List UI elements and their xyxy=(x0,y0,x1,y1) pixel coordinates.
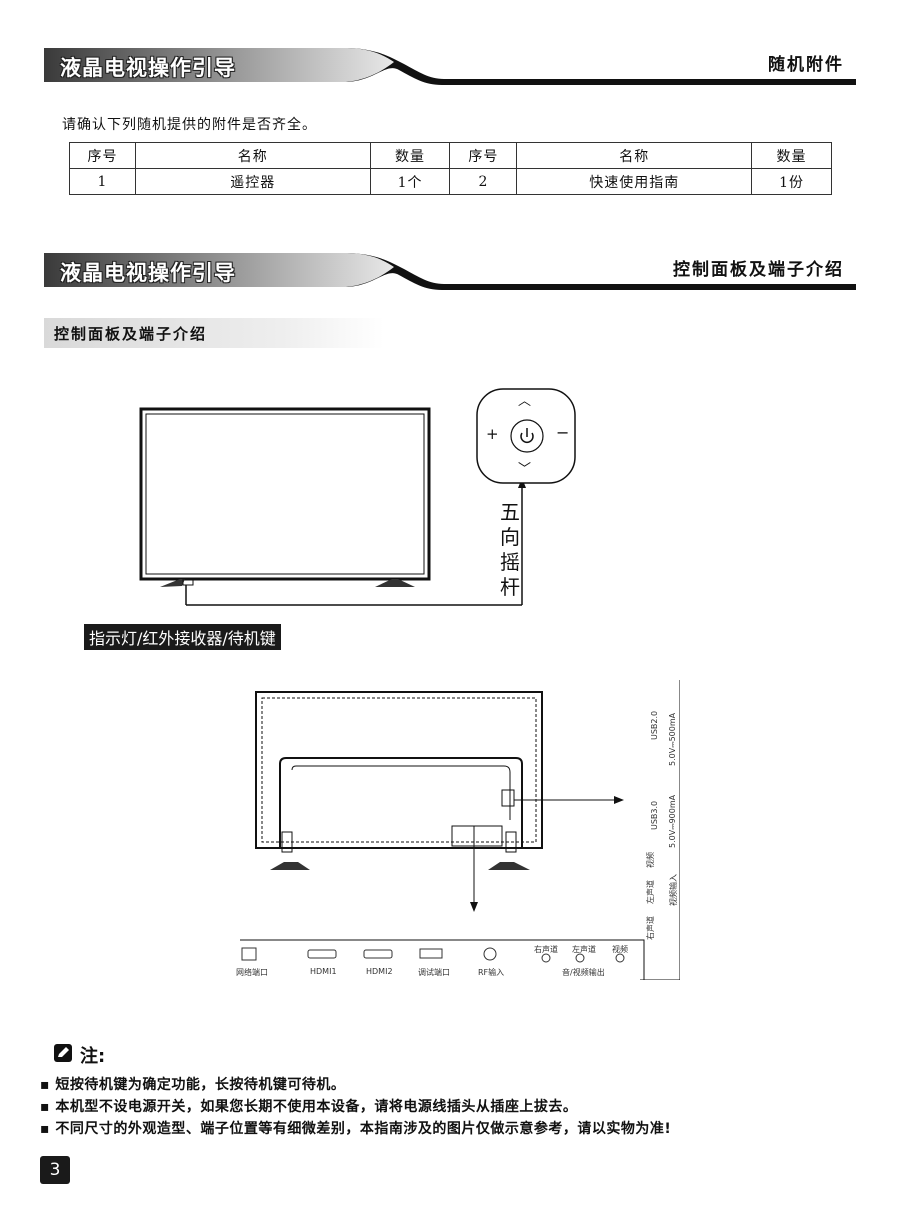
network-port-icon xyxy=(241,947,257,961)
side-ports-arrow-head xyxy=(614,796,624,804)
tv-back-diagram xyxy=(240,680,680,980)
rf-input-label: RF输入 xyxy=(478,968,505,977)
indicator-window xyxy=(182,578,194,586)
pencil-icon xyxy=(54,1044,72,1062)
av-out-right-icon xyxy=(541,953,551,963)
table-header-cell: 名称 xyxy=(134,142,371,169)
bottom-port-icons xyxy=(241,947,625,963)
tv-back-stand-right xyxy=(488,862,530,870)
joystick-minus-label: − xyxy=(556,423,570,442)
hdmi1-port-icon xyxy=(307,949,337,959)
power-icon xyxy=(520,432,534,443)
subheading: 控制面板及端子介绍 xyxy=(44,318,384,348)
av-out-video-label: 视频 xyxy=(612,945,628,954)
usb2-rating: 5.0V⎓500mA xyxy=(668,712,677,766)
tv-back-cover xyxy=(279,757,523,848)
usb3-label: USB3.0 xyxy=(650,800,659,830)
joystick-plus-label: + xyxy=(486,425,499,443)
banner-shape xyxy=(44,253,856,290)
av-in-label: 视频输入 xyxy=(669,874,678,906)
section-banner-controls: 液晶电视操作引导 控制面板及端子介绍 xyxy=(44,251,856,293)
table-cell: 遥控器 xyxy=(134,168,371,195)
av-out-left-icon xyxy=(575,953,585,963)
table-header-cell: 名称 xyxy=(516,142,753,169)
table-row: 1 遥控器 1个 2 快速使用指南 1份 xyxy=(69,168,832,195)
tv-back-inner xyxy=(261,697,537,843)
notes-title: 注: xyxy=(80,1046,106,1067)
right-bracket xyxy=(505,831,517,853)
bottom-ports-arrow-head xyxy=(470,902,478,912)
joystick-label: 五 向 摇 杆 xyxy=(498,500,522,600)
joystick-up-label: ︿ xyxy=(518,394,532,409)
hdmi2-label: HDMI2 xyxy=(366,967,393,976)
intro-text: 请确认下列随机提供的附件是否齐全。 xyxy=(62,117,317,133)
table-cell: 1份 xyxy=(751,168,832,195)
banner-shape xyxy=(44,48,856,85)
tv-front-screen xyxy=(145,413,425,575)
bottom-port-panel xyxy=(240,939,645,980)
tv-back-stand-left xyxy=(270,862,310,870)
port-block xyxy=(451,825,503,847)
joystick-label-char: 向 xyxy=(500,525,520,549)
network-port-label: 网络端口 xyxy=(236,968,268,977)
hdmi2-port-icon xyxy=(363,949,393,959)
table-cell: 2 xyxy=(449,168,518,195)
accessories-table: 序号 名称 数量 序号 名称 数量 1 遥控器 1个 2 快速使用指南 1份 xyxy=(69,142,832,195)
tv-back-cover-inner xyxy=(291,765,511,820)
banner-section-name: 随机附件 xyxy=(768,55,844,75)
side-right-channel-label: 右声道 xyxy=(646,916,655,940)
side-video-label: 视频 xyxy=(646,852,655,868)
banner-title: 液晶电视操作引导 xyxy=(60,261,236,285)
tv-front-frame xyxy=(139,407,431,581)
indicator-label: 指示灯/红外接收器/待机键 xyxy=(84,624,281,650)
side-port-block xyxy=(501,789,515,807)
table-cell: 1个 xyxy=(369,168,451,195)
note-item: ▪ 不同尺寸的外观造型、端子位置等有细微差别，本指南涉及的图片仅做示意参考，请以… xyxy=(40,1121,672,1137)
tv-stand-left xyxy=(160,579,185,587)
left-bracket xyxy=(281,831,293,853)
joystick-label-char: 摇 xyxy=(500,550,520,574)
debug-port-label: 调试端口 xyxy=(418,968,450,977)
table-header-cell: 数量 xyxy=(369,142,451,169)
table-cell: 1 xyxy=(69,168,136,195)
joystick-label-char: 杆 xyxy=(500,575,520,599)
tv-back-outer xyxy=(255,691,543,849)
rf-port-icon xyxy=(483,947,497,961)
side-left-channel-label: 左声道 xyxy=(646,880,655,904)
hdmi1-label: HDMI1 xyxy=(310,967,337,976)
section-banner-accessories: 液晶电视操作引导 随机附件 xyxy=(44,46,856,88)
table-header-cell: 序号 xyxy=(69,142,136,169)
note-item: ▪ 短按待机键为确定功能，长按待机键可待机。 xyxy=(40,1077,346,1093)
banner-section-name: 控制面板及端子介绍 xyxy=(673,260,844,280)
debug-port-icon xyxy=(419,948,443,959)
table-cell: 快速使用指南 xyxy=(516,168,753,195)
banner-title: 液晶电视操作引导 xyxy=(60,56,236,80)
usb2-label: USB2.0 xyxy=(650,710,659,740)
av-out-video-icon xyxy=(615,953,625,963)
subheading-text: 控制面板及端子介绍 xyxy=(54,325,208,343)
av-out-left-label: 左声道 xyxy=(572,945,596,954)
av-out-right-label: 右声道 xyxy=(534,945,558,954)
tv-front-diagram xyxy=(139,388,576,606)
usb3-rating: 5.0V⎓900mA xyxy=(668,794,677,848)
note-item: ▪ 本机型不设电源开关，如果您长期不使用本设备，请将电源线插头从插座上拔去。 xyxy=(40,1099,578,1115)
table-header-cell: 数量 xyxy=(751,142,832,169)
joystick-label-char: 五 xyxy=(500,500,520,524)
av-out-label: 音/视频输出 xyxy=(562,968,605,977)
table-header-cell: 序号 xyxy=(449,142,518,169)
table-header-row: 序号 名称 数量 序号 名称 数量 xyxy=(69,142,832,169)
page-number: 3 xyxy=(40,1156,70,1184)
joystick-down-label: ﹀ xyxy=(518,462,532,477)
tv-stand-right xyxy=(375,579,415,587)
